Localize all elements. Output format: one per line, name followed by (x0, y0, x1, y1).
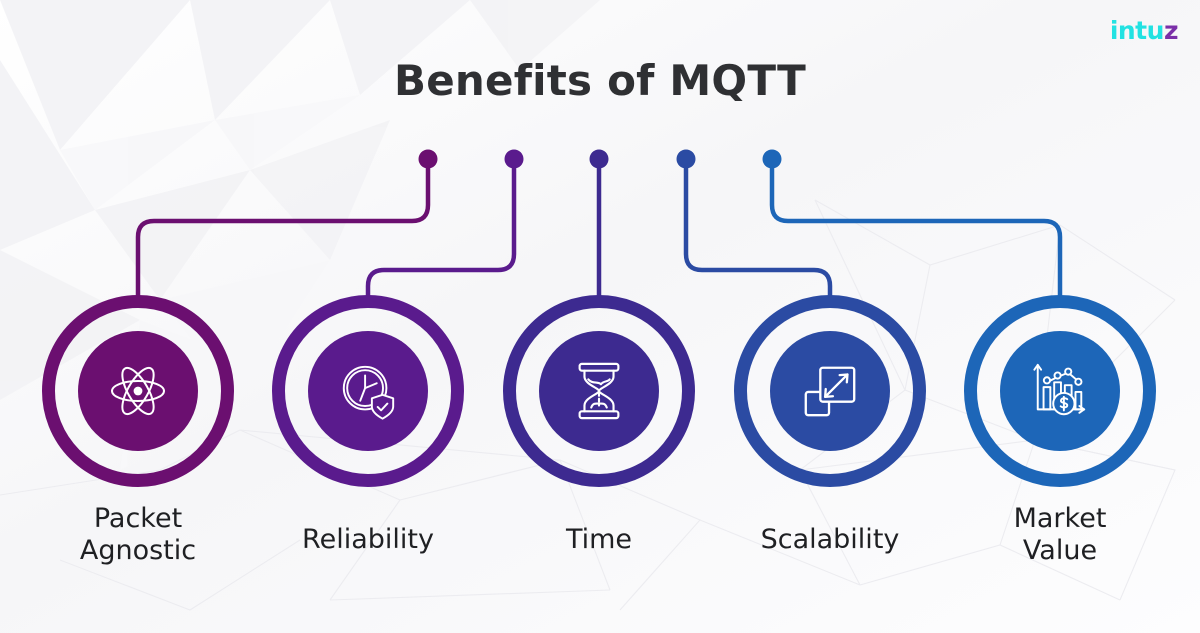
node-reliability[interactable] (272, 295, 464, 487)
connector-dot-time (589, 149, 609, 169)
atom-icon (111, 366, 165, 416)
node-disc-time (539, 331, 659, 451)
node-scalability[interactable] (734, 295, 926, 487)
node-disc-packet-agnostic (78, 331, 198, 451)
connector-dot-packet-agnostic (418, 149, 438, 169)
node-label-market-value: Market Value (1013, 503, 1107, 566)
node-disc-reliability (308, 331, 428, 451)
clock-shield-icon (342, 365, 395, 420)
brand-logo-accent: z (1163, 16, 1179, 45)
brand-logo-main: intu (1109, 16, 1165, 45)
node-time[interactable] (503, 295, 695, 487)
connector-path-packet-agnostic (135, 165, 431, 299)
node-label-reliability: Reliability (302, 524, 434, 555)
node-disc-scalability (770, 331, 890, 451)
bar-chart-dollar-icon (1033, 363, 1086, 416)
node-packet-agnostic[interactable] (42, 295, 234, 487)
connector-dot-reliability (504, 149, 524, 169)
page-title: Benefits of MQTT (394, 56, 806, 105)
connector-dots (418, 149, 782, 169)
node-label-packet-agnostic: Packet Agnostic (79, 503, 197, 566)
hourglass-icon (578, 362, 620, 420)
node-label-time: Time (565, 524, 633, 555)
node-label-scalability: Scalability (760, 524, 900, 555)
connector-path-scalability (683, 165, 833, 299)
connector-dot-scalability (676, 149, 696, 169)
node-market-value[interactable] (964, 295, 1156, 487)
connector-dot-market-value (762, 149, 782, 169)
brand-logo[interactable]: intuz (1109, 16, 1179, 45)
resize-arrow-icon (804, 366, 856, 417)
node-disc-market-value (1000, 331, 1120, 451)
connector-path-reliability (365, 165, 517, 299)
connector-path-market-value (769, 165, 1063, 299)
